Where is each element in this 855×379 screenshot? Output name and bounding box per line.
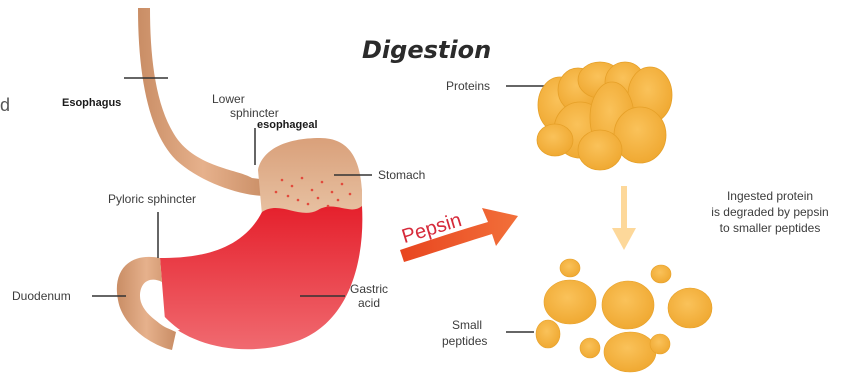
diagram-title: Digestion xyxy=(362,36,491,64)
esophageal-label: esophageal xyxy=(257,119,318,131)
lower-sphincter-label-1: Lower xyxy=(212,92,245,106)
esophagus-label: Esophagus xyxy=(62,97,121,109)
description-line-3: to smaller peptides xyxy=(700,220,840,236)
proteins-label: Proteins xyxy=(446,79,490,93)
small-peptides-label-1: Small xyxy=(452,318,482,332)
gastric-acid-label-2: acid xyxy=(358,296,380,310)
duodenum-label: Duodenum xyxy=(12,289,71,303)
small-peptides xyxy=(536,259,712,372)
description-text: Ingested protein is degraded by pepsin t… xyxy=(700,188,840,236)
esophagus-tube xyxy=(138,8,268,196)
gastric-acid-label-1: Gastric xyxy=(350,282,388,296)
stomach-acid xyxy=(160,206,362,349)
text-fragment: d xyxy=(0,98,10,112)
small-peptides-label-2: peptides xyxy=(442,334,487,348)
description-line-2: is degraded by pepsin xyxy=(700,204,840,220)
lower-sphincter-label-2: sphincter xyxy=(230,106,279,120)
stomach-label: Stomach xyxy=(378,168,425,182)
stomach-upper xyxy=(258,138,362,216)
pyloric-sphincter-label: Pyloric sphincter xyxy=(108,192,196,206)
down-arrow xyxy=(612,186,636,250)
description-line-1: Ingested protein xyxy=(700,188,840,204)
protein-cluster xyxy=(537,62,672,170)
